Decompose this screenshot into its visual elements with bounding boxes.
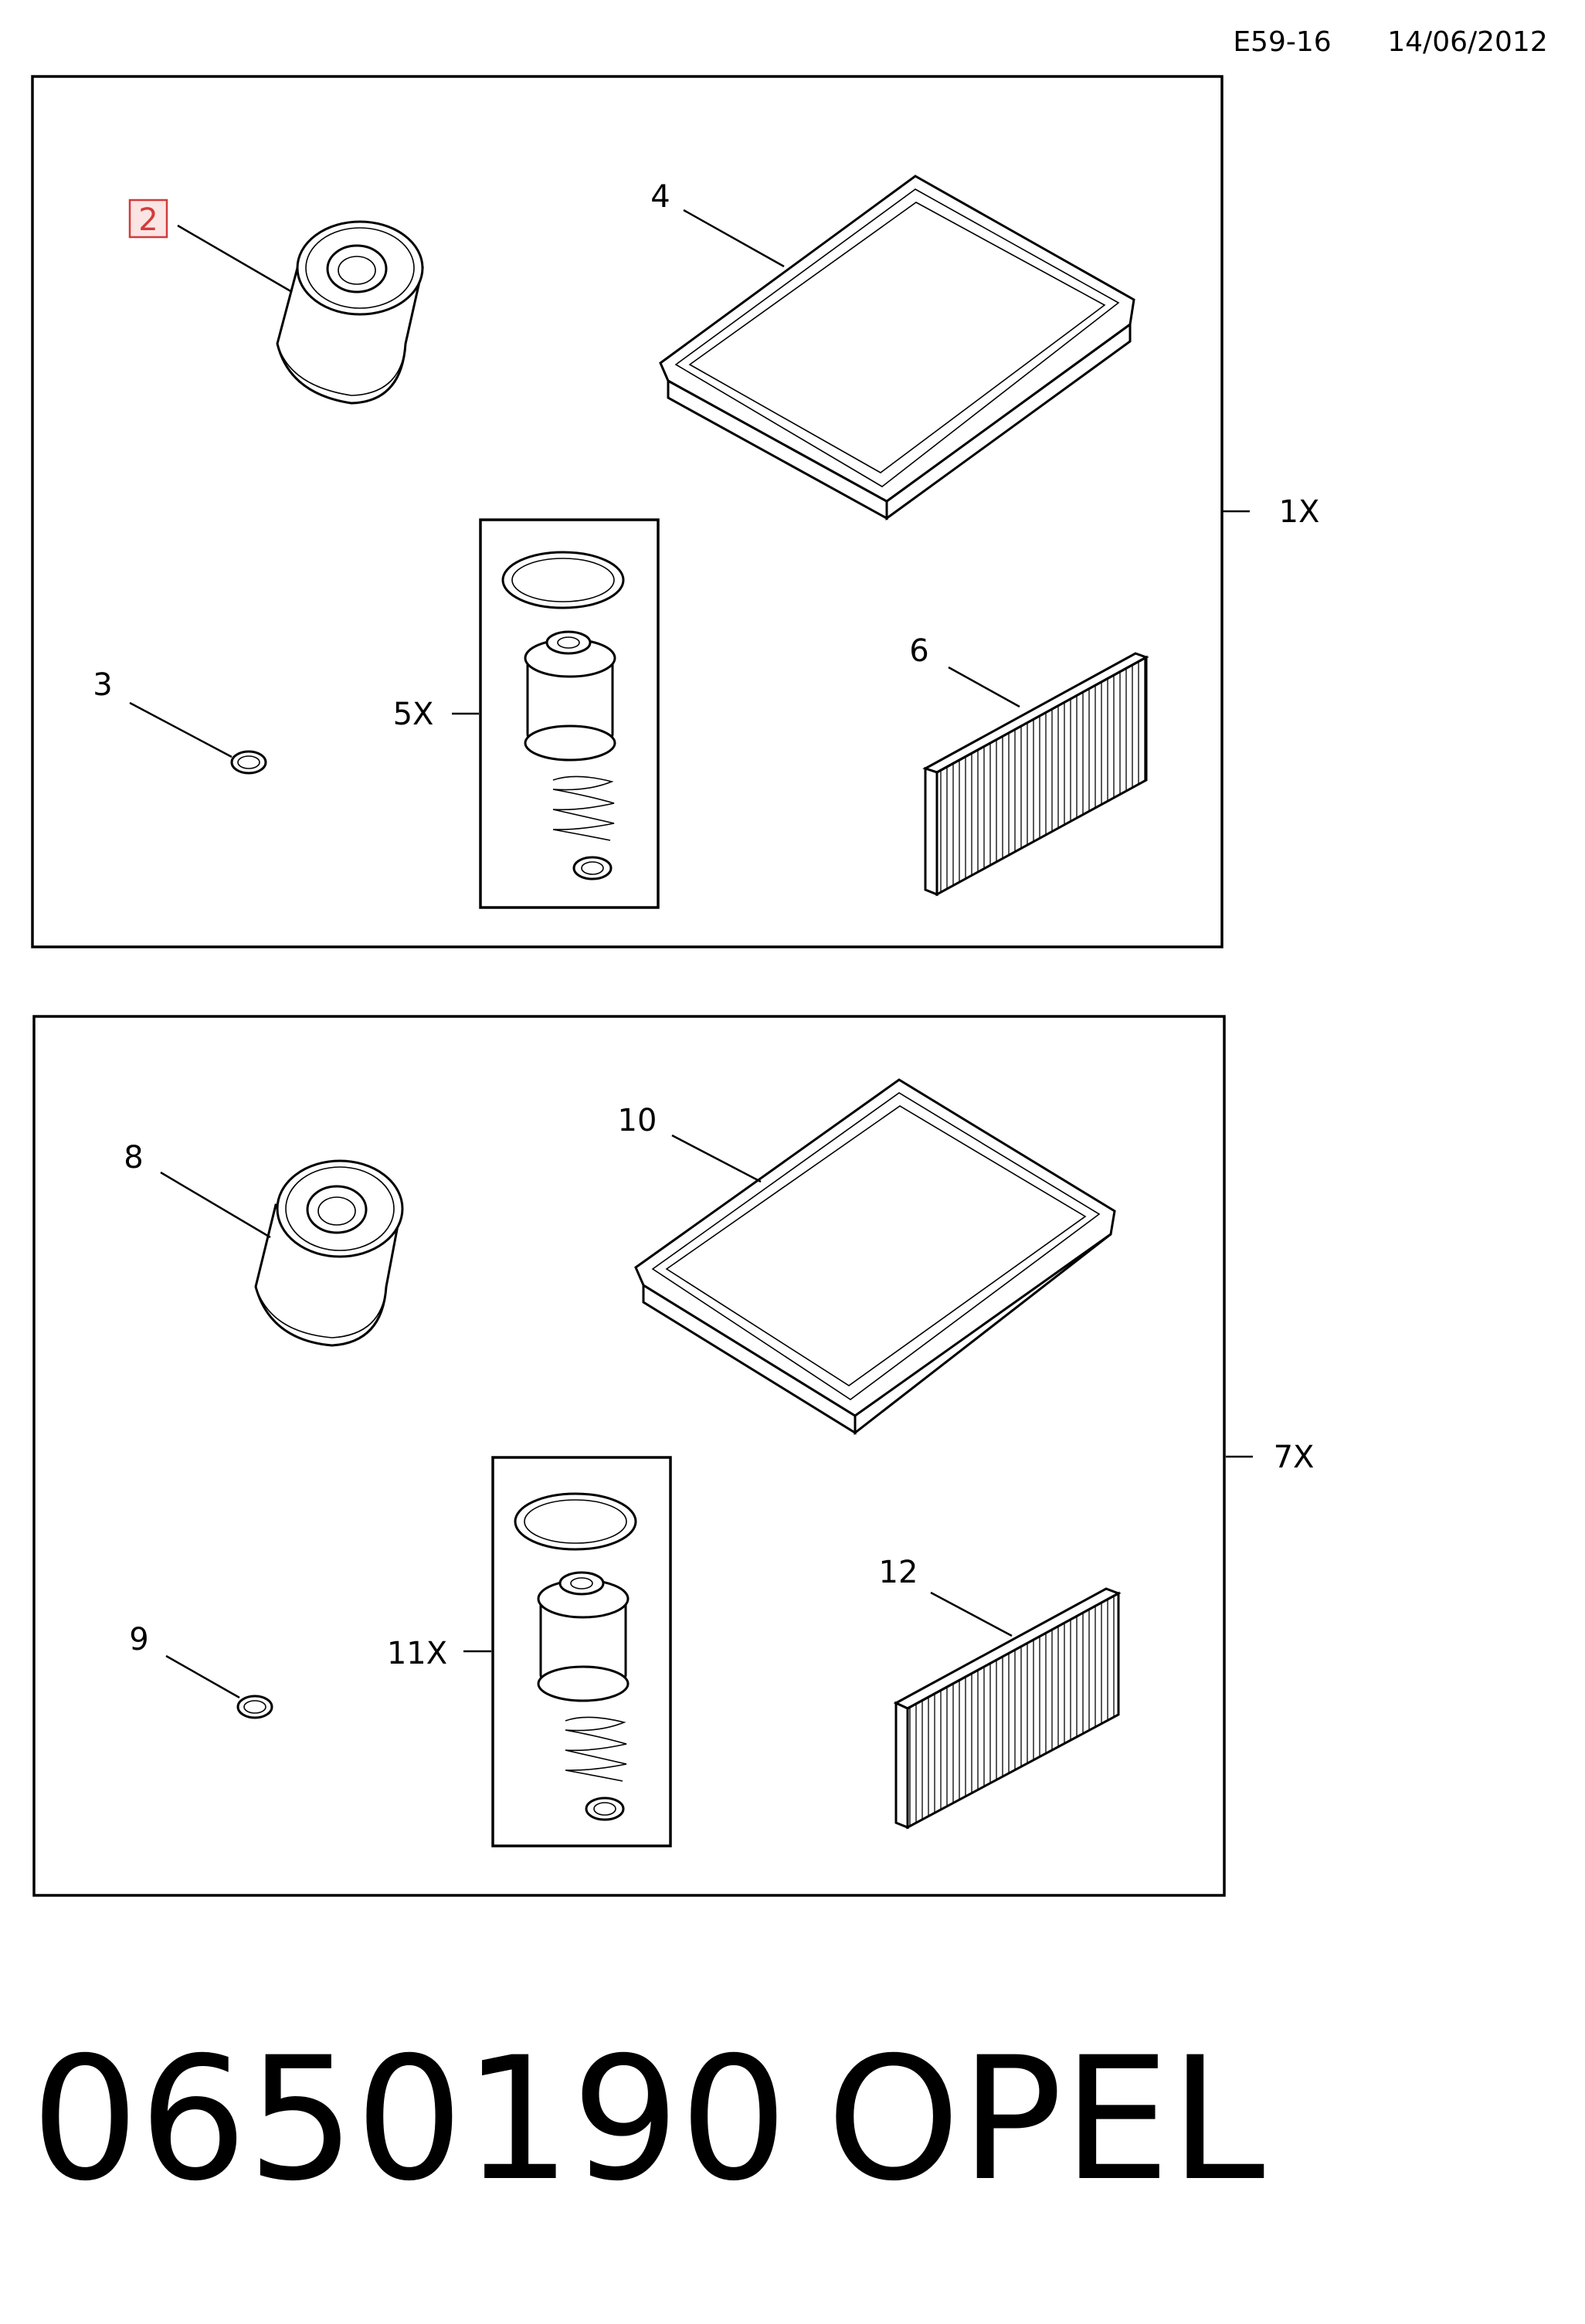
cabin-filter-drawing (922, 652, 1149, 897)
callout-6-label: 6 (909, 633, 928, 669)
callout-8-leader (160, 1171, 271, 1239)
part-number: 0650190 (31, 2020, 788, 2218)
document-code: E59-16 (1233, 26, 1331, 58)
oil-filter-drawing-2 (254, 1159, 404, 1347)
callout-7x-label: 7X (1274, 1440, 1315, 1475)
fuel-filter-kit-drawing (479, 518, 660, 909)
callout-9-label: 9 (129, 1622, 148, 1657)
callout-9-leader (165, 1654, 240, 1699)
fuel-filter-kit-drawing-2 (491, 1456, 672, 1847)
callout-1x-label: 1X (1279, 494, 1320, 530)
callout-3-label: 3 (93, 667, 112, 703)
callout-2-leader (177, 224, 293, 293)
document-date: 14/06/2012 (1387, 26, 1548, 58)
air-filter-drawing (659, 175, 1135, 521)
callout-10-leader (671, 1134, 762, 1183)
callout-3-leader (129, 701, 232, 758)
callout-4-leader (683, 209, 785, 268)
panel-1-frame (31, 75, 1224, 948)
panel-2-frame (32, 1015, 1226, 1897)
callout-12-label: 12 (879, 1555, 918, 1590)
callout-4-label: 4 (650, 179, 670, 215)
o-ring-drawing (230, 750, 267, 775)
fuel-filter-kit-frame (479, 518, 660, 909)
highlight-box[interactable] (128, 198, 168, 239)
callout-5x-label: 5X (393, 697, 434, 732)
oil-filter-drawing (276, 220, 424, 405)
brand-name: OPEL (826, 2020, 1264, 2218)
callout-8-label: 8 (124, 1140, 143, 1176)
fuel-filter-kit-frame-2 (491, 1456, 672, 1847)
callout-12-leader (930, 1591, 1013, 1637)
callout-6-leader (948, 666, 1020, 708)
callout-10-label: 10 (618, 1103, 657, 1138)
o-ring-drawing-2 (236, 1695, 273, 1719)
kit-panel-2: 8 10 9 11X (32, 1015, 1315, 1897)
air-filter-drawing-2 (634, 1078, 1116, 1436)
kit-panel-1: 2 4 3 5X (31, 75, 1320, 948)
callout-11x-label: 11X (387, 1636, 447, 1671)
callout-2-label[interactable]: 2 (138, 202, 158, 238)
cabin-filter-drawing-2 (893, 1587, 1122, 1830)
